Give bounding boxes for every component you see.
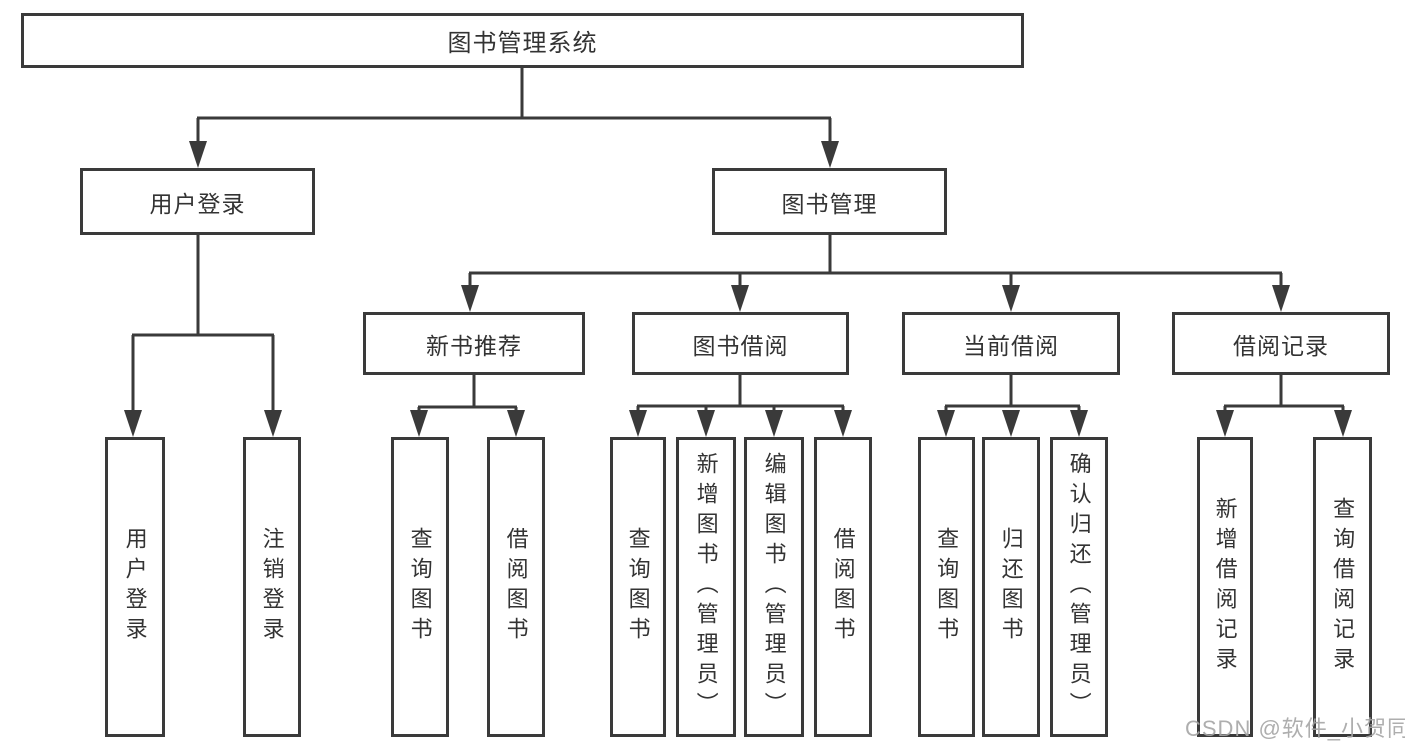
node-borrow-records-label: 借阅记录 (1233, 332, 1329, 359)
leaf-logout: 注销登录 (243, 437, 301, 737)
connector-new-book-rec-branch (417, 374, 518, 413)
leaf-borrow-add-books-admin-label: 新增图书（管理员） (693, 452, 719, 722)
arrowheads (124, 141, 1352, 437)
node-current-borrow: 当前借阅 (902, 312, 1120, 375)
node-user-login-label: 用户登录 (149, 190, 246, 217)
leaf-current-confirm-return-admin: 确认归还（管理员） (1050, 437, 1108, 737)
leaf-user-login-label: 用户登录 (122, 527, 148, 647)
leaf-records-query-record: 查询借阅记录 (1313, 437, 1372, 737)
leaf-borrow-edit-books-admin-label: 编辑图书（管理员） (761, 452, 787, 722)
connector-user-login-branch (131, 234, 275, 412)
leaf-rec-query-books-label: 查询图书 (407, 527, 433, 647)
node-root-label: 图书管理系统 (447, 30, 598, 57)
leaf-logout-label: 注销登录 (259, 527, 285, 647)
leaf-borrow-borrow-books: 借阅图书 (814, 437, 872, 737)
node-book-borrow: 图书借阅 (632, 312, 849, 375)
connector-borrow-records-branch (1223, 374, 1345, 413)
node-new-book-rec: 新书推荐 (363, 312, 585, 375)
node-new-book-rec-label: 新书推荐 (426, 332, 522, 359)
leaf-current-return-books-label: 归还图书 (998, 527, 1024, 647)
leaf-borrow-query-books: 查询图书 (610, 437, 666, 737)
connector-book-mgmt-branch (468, 234, 1283, 288)
csdn-watermark: CSDN @软件_小贺同学 (1185, 716, 1405, 741)
leaf-borrow-add-books-admin: 新增图书（管理员） (676, 437, 736, 737)
leaf-rec-query-books: 查询图书 (391, 437, 449, 737)
leaf-borrow-edit-books-admin: 编辑图书（管理员） (744, 437, 804, 737)
node-book-mgmt: 图书管理 (712, 168, 947, 235)
connector-book-borrow-branch (636, 374, 845, 413)
node-root: 图书管理系统 (21, 13, 1024, 68)
connector-root-to-level2 (196, 67, 832, 144)
leaf-records-add-record: 新增借阅记录 (1197, 437, 1253, 737)
leaf-records-query-record-label: 查询借阅记录 (1330, 497, 1356, 677)
leaf-borrow-borrow-books-label: 借阅图书 (830, 527, 856, 647)
node-book-borrow-label: 图书借阅 (692, 332, 789, 359)
leaf-current-return-books: 归还图书 (982, 437, 1040, 737)
node-book-mgmt-label: 图书管理 (781, 190, 878, 217)
node-user-login: 用户登录 (80, 168, 315, 235)
node-borrow-records: 借阅记录 (1172, 312, 1390, 375)
leaf-current-query-books-label: 查询图书 (934, 527, 960, 647)
leaf-current-confirm-return-admin-label: 确认归还（管理员） (1066, 452, 1092, 722)
leaf-rec-borrow-books: 借阅图书 (487, 437, 545, 737)
leaf-current-query-books: 查询图书 (918, 437, 975, 737)
leaf-borrow-query-books-label: 查询图书 (625, 527, 651, 647)
leaf-records-add-record-label: 新增借阅记录 (1212, 497, 1238, 677)
leaf-rec-borrow-books-label: 借阅图书 (503, 527, 529, 647)
node-current-borrow-label: 当前借阅 (963, 332, 1059, 359)
leaf-user-login: 用户登录 (105, 437, 165, 737)
connector-current-borrow-branch (944, 374, 1081, 413)
